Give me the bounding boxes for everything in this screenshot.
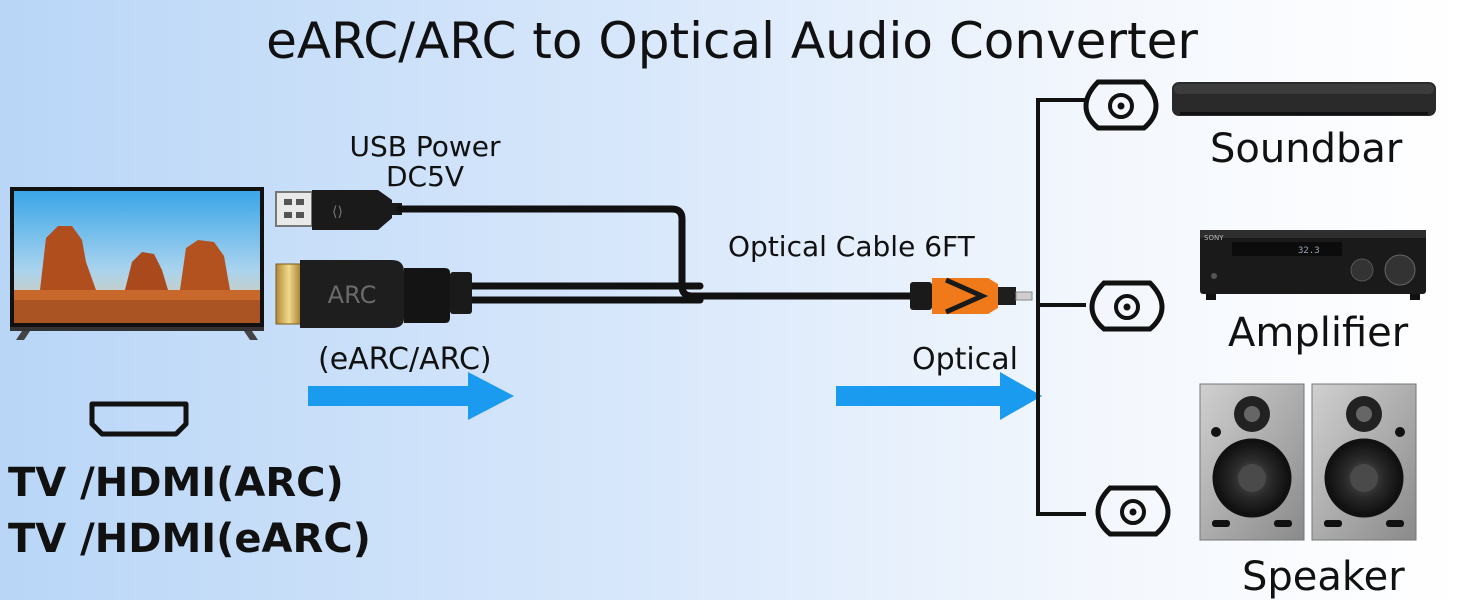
amplifier: SONY 32.3 bbox=[1200, 230, 1426, 300]
receiver-display: 32.3 bbox=[1298, 246, 1320, 256]
arrow-output bbox=[836, 372, 1042, 420]
speaker-left bbox=[1199, 383, 1305, 541]
hdmi-port-icon bbox=[89, 401, 189, 437]
input-signal-label: (eARC/ARC) bbox=[318, 342, 492, 377]
speaker-right bbox=[1311, 383, 1417, 541]
usb-power-line2: DC5V bbox=[385, 160, 465, 193]
soundbar-label: Soundbar bbox=[1210, 126, 1403, 172]
soundbar bbox=[1172, 82, 1436, 116]
receiver-brand: SONY bbox=[1204, 234, 1224, 242]
tv-hdmi-earc-label: TV /HDMI(eARC) bbox=[8, 516, 371, 562]
svg-text:⟨⟩: ⟨⟩ bbox=[332, 204, 343, 220]
optical-port-icon bbox=[1089, 280, 1165, 332]
speaker-label: Speaker bbox=[1242, 554, 1405, 600]
arc-adapter: ARC bbox=[275, 260, 472, 328]
optical-plug bbox=[910, 277, 1033, 315]
amplifier-label: Amplifier bbox=[1228, 310, 1409, 356]
optical-cable-label: Optical Cable 6FT bbox=[728, 230, 975, 263]
page-title: eARC/ARC to Optical Audio Converter bbox=[266, 12, 1198, 70]
arrow-input bbox=[308, 372, 514, 420]
optical-port-icon bbox=[1095, 485, 1171, 537]
output-signal-label: Optical bbox=[912, 342, 1018, 377]
adapter-label: ARC bbox=[328, 281, 377, 309]
usb-power-label: USB Power DC5V bbox=[330, 132, 520, 192]
tv-hdmi-arc-label: TV /HDMI(ARC) bbox=[8, 460, 344, 506]
optical-port-icon bbox=[1083, 79, 1159, 131]
usb-plug: ⟨⟩ bbox=[275, 190, 402, 230]
cables bbox=[396, 205, 914, 304]
tv bbox=[10, 187, 264, 340]
usb-power-line1: USB Power bbox=[349, 130, 501, 163]
distribution-lines bbox=[1036, 98, 1086, 516]
